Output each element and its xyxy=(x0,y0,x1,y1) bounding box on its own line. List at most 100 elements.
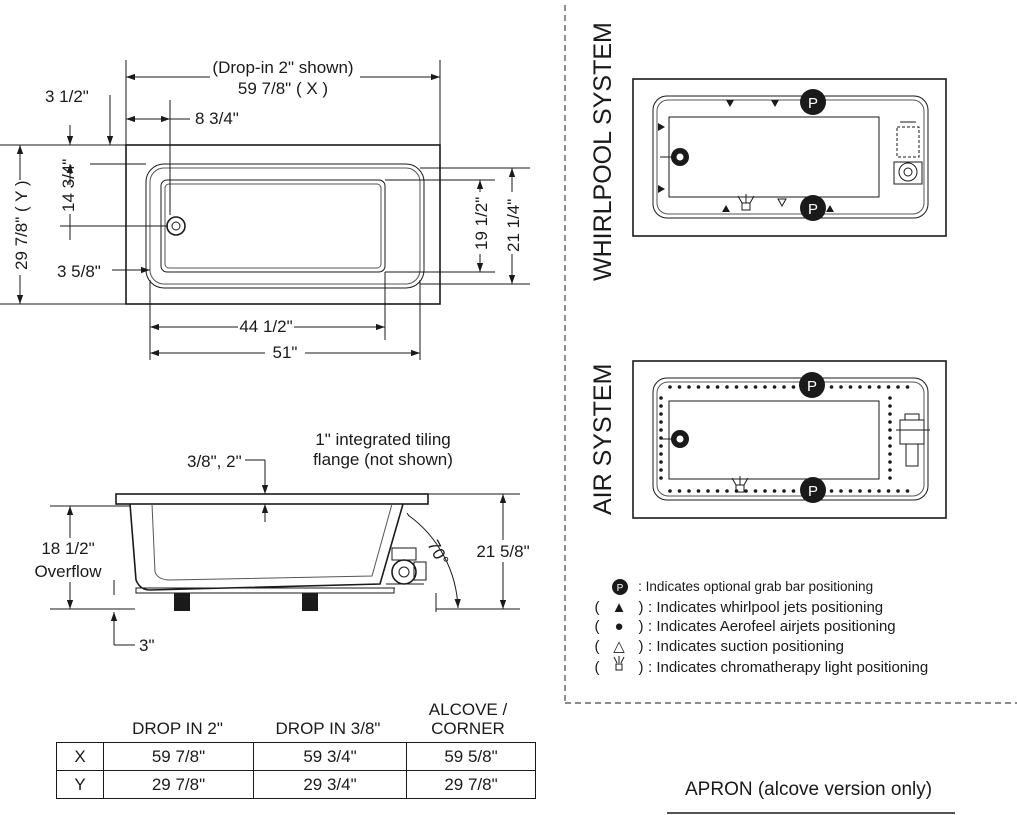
airjet-dot xyxy=(744,385,748,389)
airjet-dot xyxy=(848,489,853,493)
pump-icon xyxy=(893,121,923,185)
airjet-dot xyxy=(668,489,672,493)
airjet-dot xyxy=(867,489,872,493)
blower-icon xyxy=(896,413,930,467)
tub-foot xyxy=(174,593,190,611)
airjet-dot xyxy=(659,444,663,448)
airjet-dot xyxy=(715,385,720,389)
grab-bar-letter: P xyxy=(808,95,818,112)
airjet-dot xyxy=(753,385,758,389)
grab-bar-icon: P xyxy=(799,372,825,398)
grab-bar-icon: P xyxy=(800,195,826,221)
airjet-dot xyxy=(888,460,892,464)
table-cell: 59 7/8" xyxy=(103,742,254,771)
airjet-dot xyxy=(753,489,758,493)
airjet-dot xyxy=(696,385,701,389)
airjet-dot xyxy=(829,489,834,493)
airjet-dot xyxy=(886,489,891,493)
tiling-flange-label-line2: flange (not shown) xyxy=(313,450,453,469)
airjet-dot xyxy=(706,385,710,389)
light-icon xyxy=(604,656,634,676)
rim-thickness-label: 3/8", 2" xyxy=(187,452,242,471)
legend-item-grab-bar: P : Indicates optional grab bar position… xyxy=(590,578,873,596)
apron-label: APRON (alcove version only) xyxy=(685,779,933,800)
drop-in-note: (Drop-in 2" shown) xyxy=(212,58,353,77)
inner-length-label: 44 1/2" xyxy=(239,317,292,336)
tub-inner-rim xyxy=(145,163,425,289)
dot-icon: ● xyxy=(614,618,624,635)
airjet-dot xyxy=(734,385,739,389)
airjet-dot xyxy=(829,385,834,389)
airjet-dot xyxy=(905,385,910,389)
triangle-filled-icon: ▲ xyxy=(611,599,627,616)
col-header-drop-in-2: DROP IN 2" xyxy=(132,719,223,738)
legend-item-chromatherapy: (): Indicates chromatherapy light positi… xyxy=(590,656,928,676)
row-label: Y xyxy=(56,770,104,799)
airjet-dot xyxy=(888,420,892,424)
airjet-dot xyxy=(744,489,748,493)
airjet-dot xyxy=(687,489,691,493)
airjet-dot xyxy=(848,385,853,389)
airjet-dot xyxy=(763,385,767,389)
tub-body xyxy=(129,503,404,591)
grab-bar-letter: P xyxy=(807,378,817,395)
table-cell: 59 5/8" xyxy=(406,742,536,771)
table-row: X 59 7/8" 59 3/4" 59 5/8" xyxy=(56,742,536,771)
airjet-dot xyxy=(782,489,786,493)
legend-text: : Indicates optional grab bar positionin… xyxy=(638,579,874,594)
grab-bar-letter: P xyxy=(808,483,818,500)
y-width-label: 29 7/8" ( Y ) xyxy=(12,180,31,270)
base-height-label: 3" xyxy=(139,636,155,655)
col-header-drop-in-3-8: DROP IN 3/8" xyxy=(275,719,381,738)
chromatherapy-light-icon xyxy=(737,194,755,211)
svg-text:P: P xyxy=(617,583,624,594)
tub-base xyxy=(135,587,395,594)
table-cell: 59 3/4" xyxy=(253,742,407,771)
inner-width-label: 19 1/2" xyxy=(472,197,491,250)
airjet-dot xyxy=(677,489,682,493)
airjet-dot xyxy=(888,452,892,456)
airjet-dot xyxy=(888,436,892,440)
airjet-dot xyxy=(659,404,663,408)
airjet-dot xyxy=(791,489,796,493)
table-cell: 29 7/8" xyxy=(103,770,254,799)
airjet-dot xyxy=(782,385,786,389)
table-cell: 29 3/4" xyxy=(253,770,407,799)
air-system: AIR SYSTEM P P xyxy=(589,360,947,519)
outer-length-label: 51" xyxy=(273,343,298,362)
size-table: X 59 7/8" 59 3/4" 59 5/8" Y 29 7/8" 29 3… xyxy=(56,742,536,799)
triangle-outline-icon: △ xyxy=(613,638,625,655)
outer-width-label: 21 1/4" xyxy=(504,199,523,252)
airjet-dot xyxy=(888,412,892,416)
pump-icon xyxy=(386,547,427,585)
airjet-dot xyxy=(896,385,900,389)
total-height-label: 21 5/8" xyxy=(476,542,529,561)
airjet-dot xyxy=(659,428,663,432)
drain-height-label: 14 3/4" xyxy=(59,159,78,212)
plan-view: (Drop-in 2" shown) 59 7/8" ( X ) 3 1/2" … xyxy=(0,57,530,362)
airjet-dot xyxy=(839,385,843,389)
x-length-label: 59 7/8" ( X ) xyxy=(238,79,328,98)
grab-bar-icon: P xyxy=(612,579,628,596)
airjet-dot xyxy=(677,385,682,389)
airjet-dot xyxy=(659,460,663,464)
legend-text: : Indicates suction positioning xyxy=(648,638,844,655)
drain-icon xyxy=(166,216,186,236)
legend-text: : Indicates whirlpool jets positioning xyxy=(648,599,884,616)
grab-bar-icon: P xyxy=(800,477,826,503)
airjet-dot xyxy=(772,385,777,389)
airjet-dot xyxy=(896,489,900,493)
airjet-dot xyxy=(725,385,729,389)
overflow-label: Overflow xyxy=(34,562,102,581)
col-header-corner: CORNER xyxy=(431,719,505,738)
apron-outline xyxy=(667,812,955,814)
airjet-dot xyxy=(888,444,892,448)
airjet-dot xyxy=(763,489,767,493)
offset-top-label: 3 1/2" xyxy=(45,87,89,106)
airjet-dot xyxy=(659,412,663,416)
legend-text: : Indicates chromatherapy light position… xyxy=(648,659,929,676)
airjet-dot xyxy=(867,385,872,389)
col-header-alcove: ALCOVE / xyxy=(428,700,508,719)
airjet-dot xyxy=(858,385,862,389)
